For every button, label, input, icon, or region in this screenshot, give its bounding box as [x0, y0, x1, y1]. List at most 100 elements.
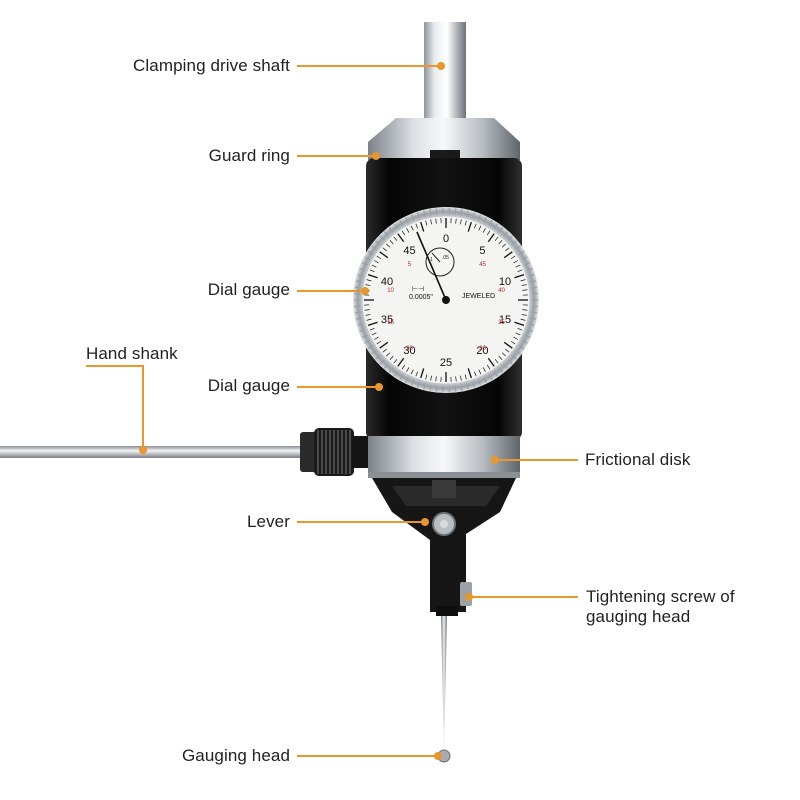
dial-tick [464, 220, 467, 226]
bezel-knurl-line [361, 334, 368, 338]
bezel-knurl-line [460, 384, 463, 391]
bezel-knurl-line [399, 374, 404, 380]
leader-dot [421, 518, 429, 526]
bezel-knurl-line [429, 209, 432, 216]
dial-tick [487, 357, 495, 367]
bezel-knurl-line [498, 367, 504, 373]
bezel-knurl-line [524, 334, 531, 338]
bezel-knurl-line [383, 231, 389, 237]
dial-tick [482, 227, 486, 233]
dial-tick [430, 375, 432, 381]
bezel-knurl-line [355, 317, 363, 320]
dial-tick [515, 332, 521, 336]
bezel-knurl-line [472, 381, 476, 388]
bezel-knurl-line [354, 311, 361, 314]
label-hand-shank: Hand shank [86, 344, 178, 363]
dial-tick [393, 236, 398, 241]
dial-tick [474, 223, 477, 229]
bezel-knurl-line [379, 359, 385, 365]
bezel-knurl-line [528, 323, 535, 326]
label-clamping-drive-shaft: Clamping drive shaft [133, 56, 290, 75]
bezel-knurl-line [355, 280, 363, 283]
dial-outer-number: 45 [403, 245, 415, 257]
bezel-knurl-line [531, 311, 538, 314]
bezel-knurl-line [361, 262, 368, 266]
leader-dot [372, 152, 380, 160]
dial-tick [379, 341, 389, 349]
dial-tick [478, 225, 482, 231]
dial-tick [487, 233, 495, 243]
dial-tick [474, 371, 477, 377]
bezel-knurl-line [367, 250, 374, 255]
dial-tick [522, 309, 528, 311]
dial-tick [522, 289, 528, 291]
bezel-knurl-line [521, 256, 528, 261]
leader-guard-ring [297, 155, 375, 157]
dial-tick [425, 374, 428, 380]
bezel-knurl-line [371, 350, 377, 355]
bezel-knurl-line [518, 250, 525, 255]
dial-tick [482, 367, 486, 373]
label-guard-ring: Guard ring [208, 146, 290, 165]
dial-tick [515, 264, 521, 268]
dial-inner-red-number: 20 [406, 346, 413, 352]
dial-tick [371, 264, 377, 268]
dial-tick [379, 251, 389, 259]
dial-tick [420, 368, 425, 379]
dial-inner-red-number: 35 [498, 320, 505, 326]
dial-tick [455, 218, 457, 224]
dial-tick [364, 309, 370, 311]
leader-frictional-disk [496, 459, 578, 461]
bezel-knurl-line [383, 363, 389, 369]
bezel-knurl-line [529, 317, 537, 320]
bezel-knurl-line [416, 212, 420, 219]
sub-dial-number: .05 [442, 255, 449, 261]
dial-tick [415, 371, 418, 377]
bezel-knurl-line [483, 377, 487, 383]
hand-shank-rod [0, 446, 315, 458]
bezel-knurl-line [354, 286, 361, 289]
dial-inner-red-number: 45 [479, 262, 486, 268]
bezel-knurl-line [399, 220, 404, 226]
bezel-knurl-line [524, 262, 531, 266]
bezel-knurl-line [357, 323, 364, 326]
dial-tick [385, 243, 391, 248]
dial-tick [365, 284, 371, 286]
dial-tick [397, 357, 405, 367]
bezel-knurl-line [521, 339, 528, 344]
dial-inner-red-number: 15 [387, 320, 394, 326]
bezel-knurl-line [488, 374, 493, 380]
dial-tick [503, 251, 513, 259]
leader-dot [375, 383, 383, 391]
dial-arrow-mark: ⊢⊣ [412, 285, 424, 293]
lever-bracket [372, 478, 516, 616]
bezel-knurl-line [405, 217, 409, 223]
leader-dot [139, 446, 147, 454]
bezel-knurl-line [394, 370, 399, 377]
label-gauging-head: Gauging head [181, 746, 290, 765]
bezel-knurl-line [493, 223, 498, 230]
bezel-knurl-line [410, 214, 415, 221]
dial-tick [410, 225, 414, 231]
dial-tick [514, 321, 525, 326]
bezel-knurl-line [364, 256, 371, 261]
bezel-knurl-line [488, 220, 493, 226]
dial-tick [376, 255, 382, 260]
bezel-knurl-line [394, 223, 399, 230]
dial-tick [385, 352, 391, 357]
bezel-knurl-line [375, 240, 381, 246]
label-tightening-screw-line1: Tightening screw of [586, 587, 735, 606]
bezel-knurl-line [423, 210, 426, 217]
dial-tick [503, 341, 513, 349]
clamping-drive-shaft [424, 22, 466, 122]
dial-tick [393, 359, 398, 364]
bezel-knurl-line [371, 245, 377, 250]
bezel-knurl-line [466, 210, 469, 217]
dial-tick [410, 369, 414, 375]
dial-outer-number: 40 [381, 276, 393, 288]
dial-outer-number: 35 [381, 314, 393, 326]
dial-tick [420, 221, 425, 232]
gauging-probe [441, 616, 447, 752]
bezel-knurl-line [507, 359, 513, 365]
